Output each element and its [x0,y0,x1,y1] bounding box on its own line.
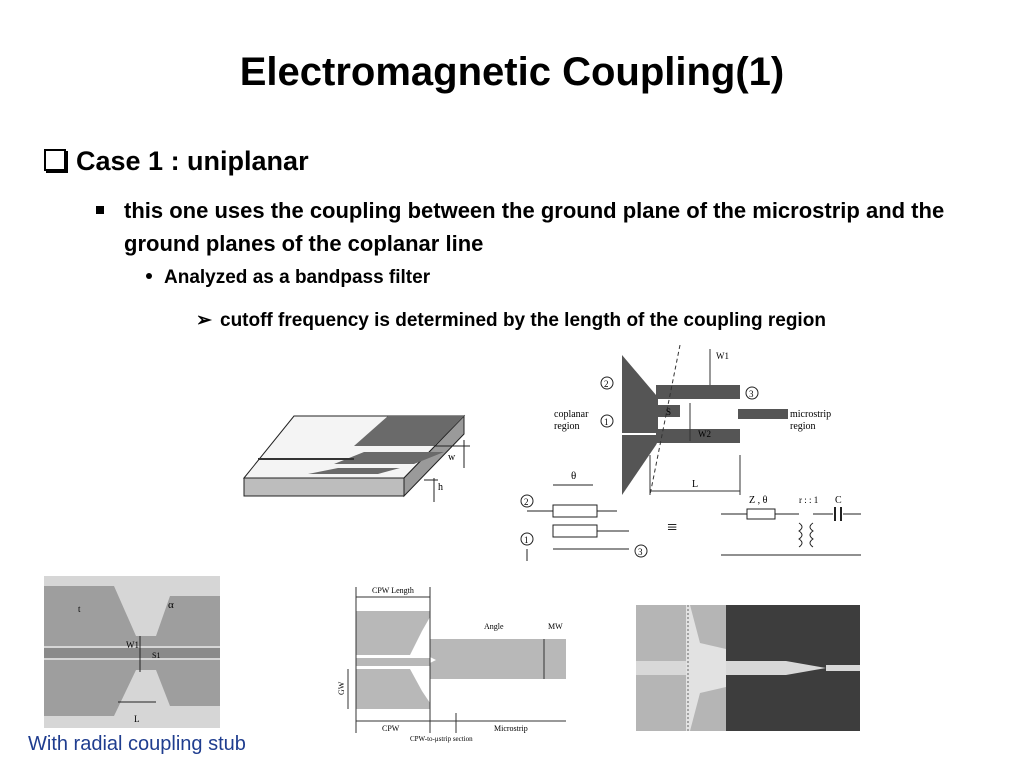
layout-microstrip-label-1: microstrip [790,409,831,420]
square-bullet-icon [96,206,104,214]
arrow-bullet-icon: ➢ [196,310,212,331]
cpw-mw-label: MW [548,622,563,631]
dot-bullet-icon [146,273,152,279]
figure-caption: With radial coupling stub [28,733,246,755]
bullet-bandpass-text: Analyzed as a bandpass filter [164,267,431,288]
circuit-port-3-label: 3 [638,547,643,557]
radial-l-label: L [134,714,140,724]
cpw-cpw-label: CPW [382,724,400,733]
layout-l-label: L [692,479,698,490]
layout-coplanar-label-1: coplanar [554,409,589,420]
circuit-r-label: r : : 1 [799,495,818,505]
circuit-c-label: C [835,495,842,506]
radial-t-label: t [78,604,81,614]
bullet-cutoff-text: cutoff frequency is determined by the le… [220,310,826,331]
cpw-angle-label: Angle [484,622,504,631]
circuit-theta-label: θ [571,470,576,482]
equivalent-circuit-figure: θ 2 1 3 ≡ Z , θ r : : 1 C [520,470,861,561]
iso-w-label: w [448,452,456,463]
radial-w1-label: W1 [126,640,139,650]
bullet-case-1: Case 1 : uniplanar [44,146,309,177]
radial-s1-label: S1 [152,651,160,660]
layout-coplanar-label-2: region [554,421,580,432]
cpw-microstrip-label: Microstrip [494,724,528,733]
circuit-port-1-label: 1 [524,535,529,545]
layout-port-2-label: 2 [604,379,609,389]
circuit-z-label: Z , θ [749,495,768,506]
bullet-cutoff: ➢ cutoff frequency is determined by the … [196,305,976,336]
bullet-case-1-text: Case 1 : uniplanar [76,146,309,176]
bullet-coupling-description: this one uses the coupling between the g… [96,194,960,260]
cpw-microstrip-section-figure: CPW Length Angle MW GW CPW Microstrip CP… [337,586,566,743]
circuit-port-2-label: 2 [524,497,529,507]
layout-w1-label: W1 [716,351,729,361]
cpw-gw-label: GW [337,681,346,695]
slide-title: Electromagnetic Coupling(1) [239,50,785,94]
taper-top-view-figure [636,605,860,731]
isometric-transition-figure: w h [242,414,470,502]
layout-w2-label: W2 [698,429,711,439]
checkbox-bullet-icon [44,149,66,171]
iso-h-label: h [438,482,443,493]
bullet-bandpass: Analyzed as a bandpass filter [146,267,430,289]
layout-s-label: S [666,407,671,417]
radial-stub-figure: α t W1 S1 L [44,576,220,728]
layout-port-3-label: 3 [749,389,754,399]
circuit-equiv-label: ≡ [667,517,677,537]
cpw-length-label: CPW Length [372,586,414,595]
layout-port-1-label: 1 [604,417,609,427]
cpw-section-label: CPW-to-μstrip section [410,735,473,743]
radial-alpha-label: α [168,599,174,611]
layout-microstrip-label-2: region [790,421,816,432]
bullet-coupling-description-text: this one uses the coupling between the g… [124,198,945,256]
coupling-layout-figure: W1 S W2 L coplanar region microstrip reg… [554,345,831,496]
